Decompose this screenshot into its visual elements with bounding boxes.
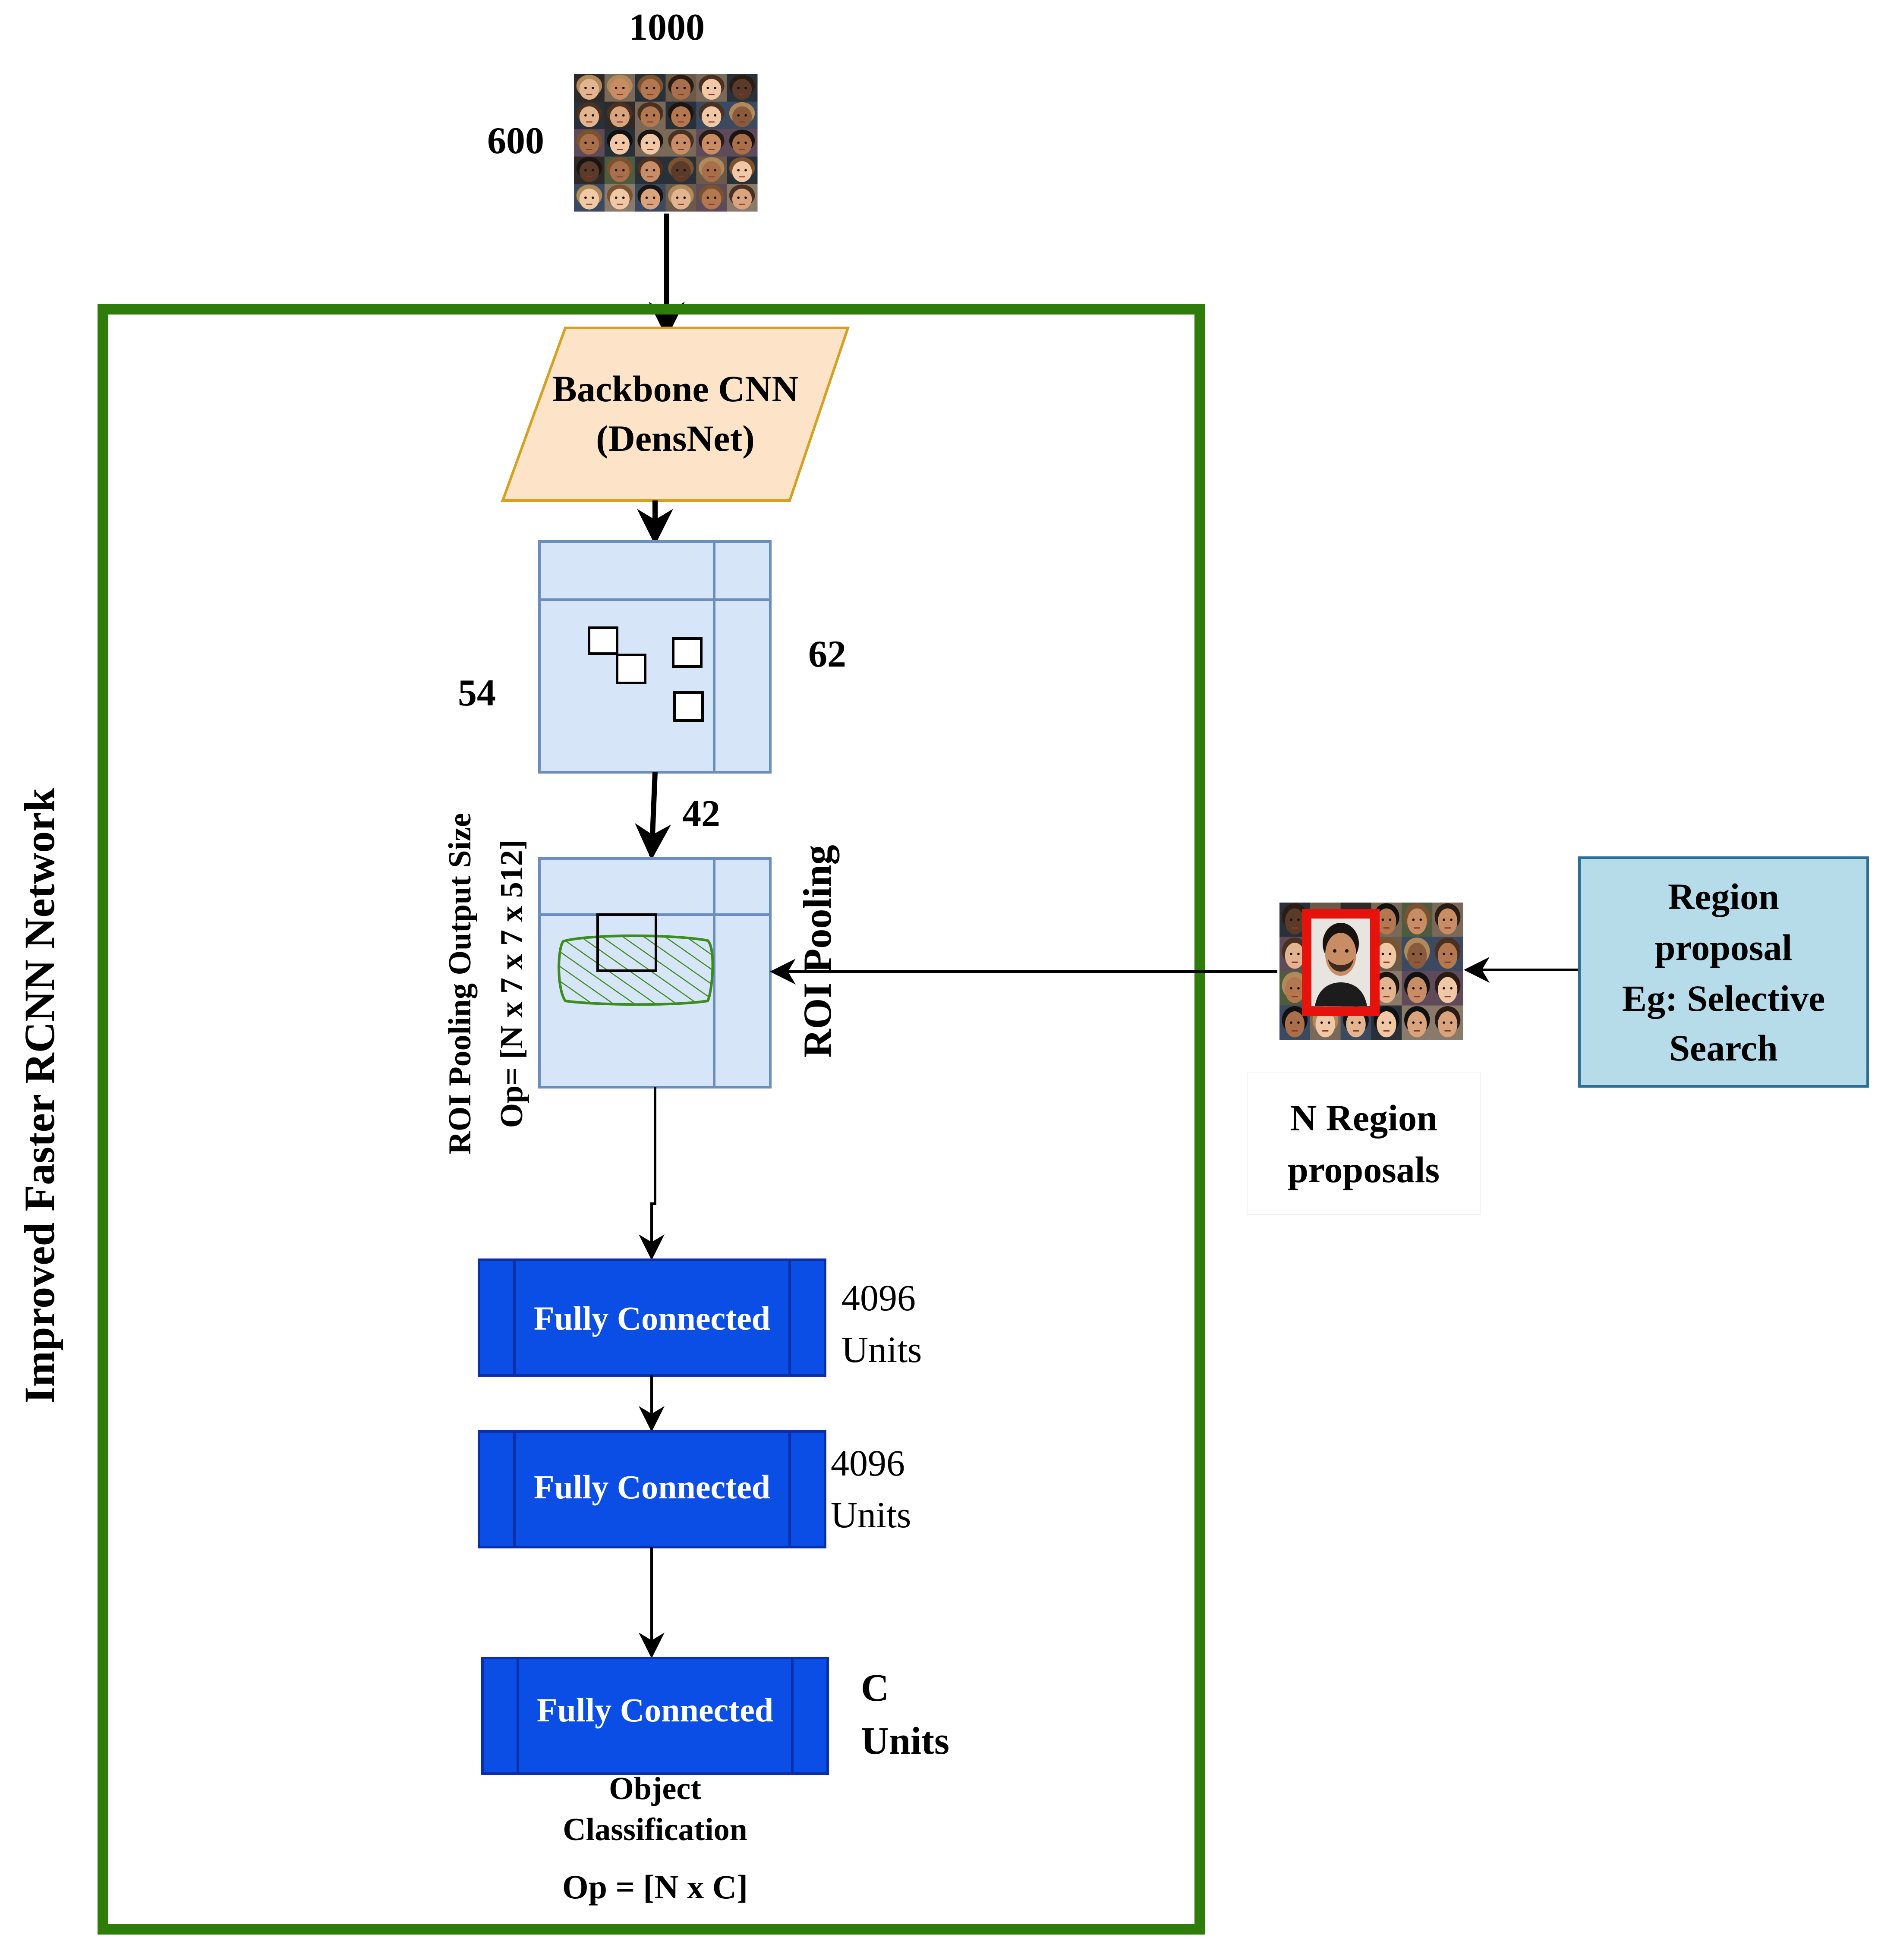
fc-layer-2 [478,1430,826,1548]
face-thumbnail [635,156,666,184]
feature-map-right-label: 62 [808,633,846,675]
face-thumbnail [1402,903,1433,937]
output-label-line2: Classification [563,1812,747,1847]
feature-map-bottom-label: 42 [682,793,720,835]
face-thumbnail [696,129,727,157]
face-thumbnail [727,101,758,129]
fc-layer-3-label: Fully Connected [537,1691,773,1729]
anchor-box [673,691,704,722]
network-title: Improved Faster RCNN Network [16,788,63,1403]
face-thumbnail [696,156,727,184]
fc-layer-1-units-line1: 4096 [841,1277,916,1318]
proposal-label-line1: N Region [1290,1097,1437,1139]
backbone-label-line1: Backbone CNN [552,368,798,409]
face-thumbnail [665,101,696,129]
fc-layer-1-units-line2: Units [841,1329,922,1370]
face-thumbnail [1402,937,1433,972]
output-label-line1: Object [609,1771,701,1806]
face-thumbnail [727,184,758,212]
face-thumbnail [727,74,758,102]
selected-face-portrait [1310,916,1372,1006]
feature-map [538,540,772,774]
face-thumbnail [1402,1005,1433,1040]
face-thumbnail [665,74,696,102]
face-thumbnail [574,101,605,129]
face-thumbnail [604,101,636,129]
face-thumbnail [1402,971,1433,1006]
roi-output-label-line1: ROI Pooling Output Size [442,813,478,1155]
roi-box [596,913,657,972]
face-thumbnail [665,184,696,212]
face-thumbnail [665,156,696,184]
face-thumbnail [574,129,605,157]
arrow-roi-to-fc1 [639,1087,665,1260]
face-thumbnail [1371,937,1402,972]
anchor-box [616,654,646,684]
backbone-cnn-block [501,327,850,502]
region-proposal-line3: Eg: Selective [1622,978,1825,1019]
arrow-featuremap-to-roi [635,772,671,860]
fc-layer-3-units-line2: Units [861,1720,949,1762]
roi-pooling-side-label: ROI Pooling [795,845,839,1057]
face-thumbnail [1432,971,1463,1006]
fc-layer-2-units-line2: Units [831,1494,911,1535]
face-thumbnail [696,101,727,129]
face-thumbnail [604,184,636,212]
region-proposal-box [1578,856,1869,1088]
fc-layer-2-units-line1: 4096 [831,1442,905,1484]
face-thumbnail [727,129,758,157]
face-thumbnail [635,101,666,129]
face-thumbnail [727,156,758,184]
roi-pooling-map [538,857,772,1089]
face-thumbnail [696,74,727,102]
fc-layer-3-units-line1: C [861,1667,889,1709]
face-thumbnail [635,129,666,157]
face-thumbnail [574,156,605,184]
face-thumbnail [696,184,727,212]
face-thumbnail [665,129,696,157]
face-thumbnail [1432,1005,1463,1040]
face-thumbnail [604,74,636,102]
proposal-label-line2: proposals [1288,1149,1440,1190]
region-proposal-line4: Search [1669,1027,1778,1069]
output-label-line3: Op = [N x C] [562,1868,748,1906]
input-width-label: 1000 [629,6,705,48]
face-thumbnail [604,156,636,184]
anchor-box [588,626,618,655]
face-thumbnail [1432,937,1463,972]
face-thumbnail [604,129,636,157]
fc-layer-1-label: Fully Connected [534,1299,770,1337]
fc-layer-3 [481,1657,829,1775]
face-thumbnail [574,74,605,102]
face-thumbnail [1279,903,1311,937]
selected-region-highlight [1302,909,1380,1016]
face-thumbnail [1371,1005,1402,1040]
region-proposal-line1: Region [1668,876,1779,917]
face-thumbnail [1432,903,1463,937]
region-proposal-line2: proposal [1655,927,1793,968]
roi-output-label-line2: Op= [N x 7 x 7 x 512] [494,839,529,1128]
face-thumbnail [635,184,666,212]
proposal-label-panel [1247,1072,1481,1215]
face-thumbnail [574,184,605,212]
input-height-label: 600 [487,120,544,162]
fc-layer-1 [478,1258,826,1377]
fc-layer-2-label: Fully Connected [534,1468,770,1506]
face-thumbnail [635,74,666,102]
backbone-label-line2: (DensNet) [596,418,755,459]
feature-map-left-label: 54 [458,672,496,714]
network-frame [98,304,1205,1935]
anchor-box [672,637,703,668]
input-face-grid-image [574,74,758,212]
